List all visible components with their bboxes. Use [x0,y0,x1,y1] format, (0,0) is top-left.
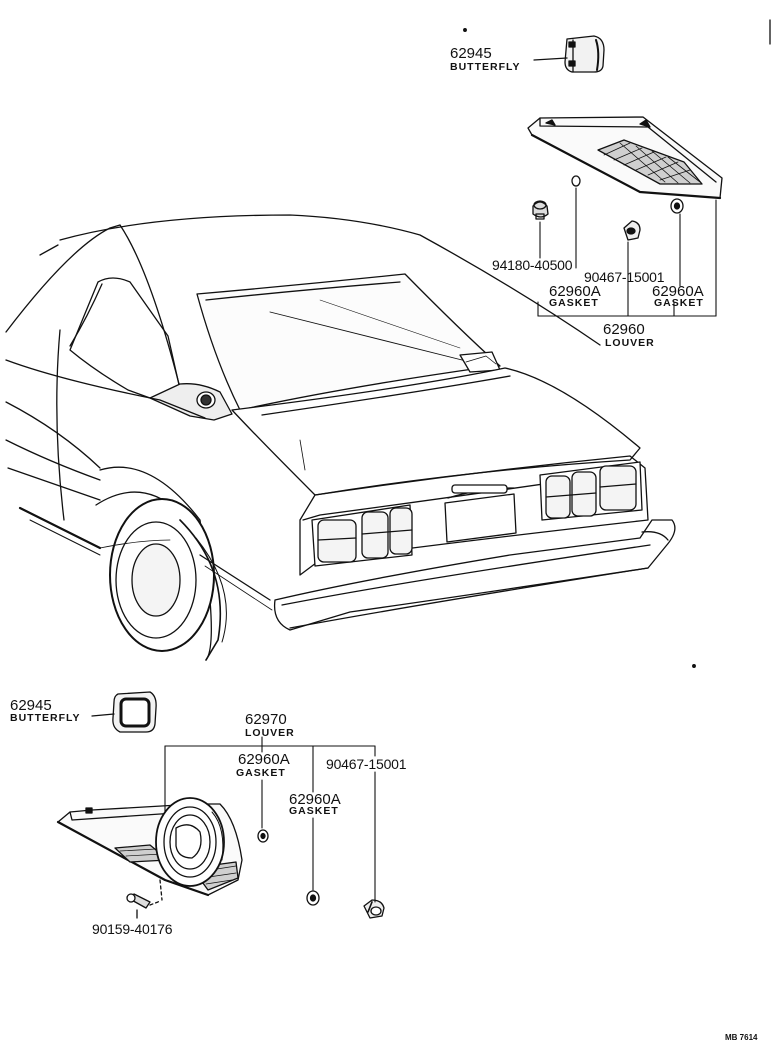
label-clip-number: 94180-40500 [492,257,573,273]
label-gasket-right-number: 62960A [652,283,704,300]
label-gasket-left-name: GASKET [549,297,599,309]
leader-lines-bottom [164,736,376,903]
louver-panel-bottom [56,797,243,897]
label-screw-bottom-number: 90467-15001 [326,756,407,772]
label-screw-top-number: 90467-15001 [584,269,665,285]
label-gasket-right-name: GASKET [654,297,704,309]
stray-dot [463,28,467,32]
label-butterfly-top-number: 62945 [450,45,492,62]
label-butterfly-bottom-name: BUTTERFLY [10,712,81,724]
leader-lines-top [537,187,717,317]
clip-94180 [532,200,549,220]
leader-butterfly-top [533,57,568,61]
label-butterfly-top-name: BUTTERFLY [450,61,521,73]
gasket-part-top-right [670,198,684,214]
label-louver-top-name: LOUVER [605,337,655,349]
screw-part-top [623,220,641,241]
label-gasket-b2-number: 62960A [289,791,341,808]
label-gasket-b1-name: GASKET [236,767,286,779]
label-gasket-b1-number: 62960A [238,751,290,768]
car-illustration [5,214,676,661]
butterfly-part-top [564,35,605,73]
label-louver-top-number: 62960 [603,321,645,338]
gasket-part-top-left [571,175,581,187]
label-gasket-left-number: 62960A [549,283,601,300]
screw-part-bottom [363,899,385,919]
label-gasket-b2-name: GASKET [289,805,339,817]
label-louver-bottom-number: 62970 [245,711,287,728]
gasket-part-bottom-2 [306,890,320,906]
bolt-dashed-line [149,899,161,906]
drawing-code: MB 7614 [725,1033,758,1042]
label-louver-bottom-name: LOUVER [245,727,295,739]
stray-dot [692,664,696,668]
label-butterfly-bottom-number: 62945 [10,697,52,714]
gasket-part-bottom-1 [257,829,269,843]
leader-butterfly-bottom [91,713,115,717]
label-bolt-number: 90159-40176 [92,921,173,937]
louver-panel-top [527,116,723,200]
bolt-part [126,893,151,909]
butterfly-part-bottom [112,691,157,733]
bolt-dashed-line-2 [159,879,163,901]
